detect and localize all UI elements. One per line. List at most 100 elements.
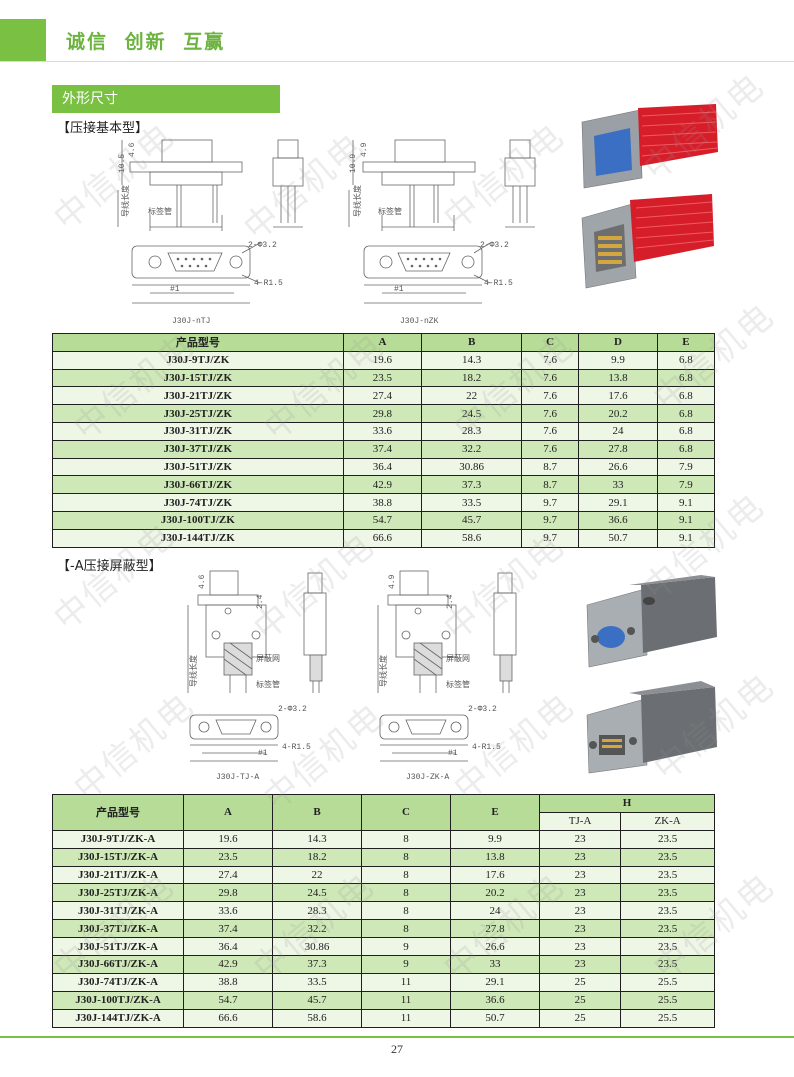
value-cell: 42.9	[183, 955, 273, 974]
value-cell: 23	[538, 865, 622, 885]
value-cell: 54.7	[183, 990, 273, 1010]
hole-right: 2-Φ3.2	[480, 241, 509, 250]
value-cell: 28.3	[272, 901, 362, 921]
value-cell: 17.6	[450, 865, 540, 885]
model-cell: J30J-100TJ/ZK	[52, 510, 344, 530]
model-cell: J30J-144TJ/ZK-A	[52, 1008, 184, 1028]
value-cell: 7.6	[521, 386, 580, 406]
value-cell: 6.8	[656, 439, 716, 459]
shielded-type-drawing: 4.6 2.4 导线长度 屏蔽网 标签管 2-Φ3.2 4-R1.5 #1 J3…	[187, 570, 517, 782]
value-cell: 7.6	[521, 350, 580, 370]
value-cell: 6.8	[656, 421, 716, 441]
value-cell: 9.9	[450, 829, 540, 849]
value-cell: 23.5	[620, 883, 715, 903]
model-cell: J30J-9TJ/ZK-A	[52, 829, 184, 849]
value-cell: 33.5	[421, 493, 523, 512]
wire-length-a-left: 导线长度	[188, 655, 199, 687]
caption-zk: J30J-nZK	[400, 317, 439, 326]
page-number: 27	[391, 1042, 403, 1056]
value-cell: 23.5	[342, 368, 423, 388]
table-subheader-row: TJ-A ZK-A	[53, 811, 715, 831]
value-cell: 13.8	[578, 368, 658, 388]
value-cell: 25.5	[620, 1008, 715, 1028]
model-cell: J30J-31TJ/ZK-A	[52, 901, 184, 921]
value-cell: 27.8	[450, 919, 540, 939]
col-model: 产品型号	[52, 333, 344, 352]
value-cell: 23.5	[620, 847, 715, 867]
value-cell: 9.7	[521, 493, 580, 512]
value-cell: 37.3	[421, 475, 523, 495]
pin1-right: #1	[394, 285, 404, 294]
shielded-receptacle-photo	[586, 681, 717, 774]
value-cell: 6.8	[656, 386, 716, 406]
model-cell: J30J-25TJ/ZK	[52, 404, 344, 423]
value-cell: 32.2	[272, 919, 362, 939]
value-cell: 33	[578, 475, 658, 495]
value-cell: 8	[361, 883, 451, 903]
value-cell: 23	[538, 955, 622, 974]
model-cell: J30J-15TJ/ZK	[52, 368, 344, 388]
value-cell: 37.4	[183, 919, 273, 939]
value-cell: 36.4	[183, 937, 273, 957]
value-cell: 50.7	[578, 528, 658, 548]
wire-length-a-right: 导线长度	[378, 655, 389, 687]
dim-46: 4.6	[128, 142, 137, 157]
col-b: B	[272, 794, 362, 831]
value-cell: 32.2	[421, 439, 523, 459]
value-cell: 8	[361, 847, 451, 867]
value-cell: 7.6	[521, 421, 580, 441]
value-cell: 8.7	[521, 457, 580, 477]
radius-a-left: 4-R1.5	[282, 743, 311, 752]
radius-left: 4-R1.5	[254, 279, 283, 288]
col-h-tj: TJ-A	[538, 811, 622, 831]
value-cell: 18.2	[272, 847, 362, 867]
group2-title: 【-A压接屏蔽型】	[57, 559, 162, 574]
value-cell: 9.9	[578, 350, 658, 370]
value-cell: 23.5	[620, 865, 715, 885]
value-cell: 23	[538, 883, 622, 903]
value-cell: 26.6	[450, 937, 540, 957]
value-cell: 27.4	[342, 386, 423, 406]
value-cell: 37.4	[342, 439, 423, 459]
col-e: E	[450, 794, 540, 831]
value-cell: 29.8	[342, 404, 423, 423]
header-slogan: 诚信 创新 互赢	[66, 31, 226, 53]
model-cell: J30J-37TJ/ZK	[52, 439, 344, 459]
shielded-type-photos	[586, 575, 717, 774]
value-cell: 14.3	[272, 829, 362, 849]
value-cell: 33	[450, 955, 540, 974]
value-cell: 25	[538, 1008, 622, 1028]
value-cell: 20.2	[450, 883, 540, 903]
value-cell: 66.6	[342, 528, 423, 548]
wire-length-right: 导线长度	[352, 185, 363, 217]
plug-photo	[581, 104, 718, 189]
col-h: H	[539, 794, 715, 813]
value-cell: 29.8	[183, 883, 273, 903]
value-cell: 25	[538, 972, 622, 992]
value-cell: 23.5	[620, 937, 715, 957]
header-rule	[0, 61, 794, 62]
value-cell: 8	[361, 829, 451, 849]
dim-49-a: 4.9	[388, 574, 397, 589]
model-cell: J30J-15TJ/ZK-A	[52, 847, 184, 867]
table-header-row: 产品型号 A B C E H	[52, 794, 715, 831]
value-cell: 42.9	[342, 475, 423, 495]
col-b: B	[421, 333, 523, 352]
col-a: A	[342, 333, 423, 352]
dim-46-a: 4.6	[198, 574, 207, 589]
value-cell: 25.5	[620, 990, 715, 1010]
model-cell: J30J-144TJ/ZK	[52, 528, 344, 548]
value-cell: 9.7	[521, 510, 580, 530]
dim-105: 10.5	[118, 154, 127, 173]
col-model: 产品型号	[52, 794, 184, 831]
